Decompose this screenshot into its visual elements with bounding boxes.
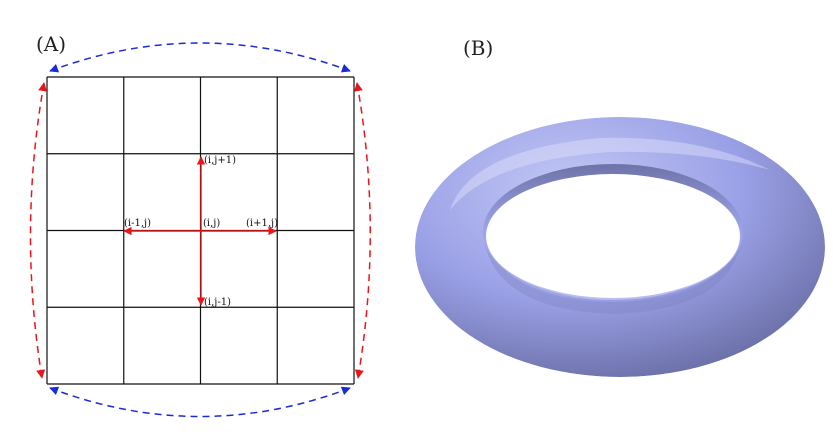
label-center: (i,j) (203, 218, 220, 229)
torus-inner-shading (483, 232, 743, 314)
panel-a-label: (A) (36, 32, 66, 56)
torus-highlight (450, 137, 770, 210)
label-down: (i,j-1) (204, 297, 231, 308)
bottom-boundary-arc (49, 386, 351, 418)
top-boundary-arc (49, 42, 351, 73)
left-boundary-arc (29, 82, 48, 379)
label-right: (i+1,j) (246, 218, 278, 229)
right-boundary-arc (353, 82, 371, 379)
torus-body (415, 117, 825, 377)
label-up: (i,j+1) (204, 155, 236, 166)
torus (415, 117, 825, 377)
panel-b-label: (B) (463, 36, 493, 60)
label-left: (i-1,j) (124, 218, 151, 229)
